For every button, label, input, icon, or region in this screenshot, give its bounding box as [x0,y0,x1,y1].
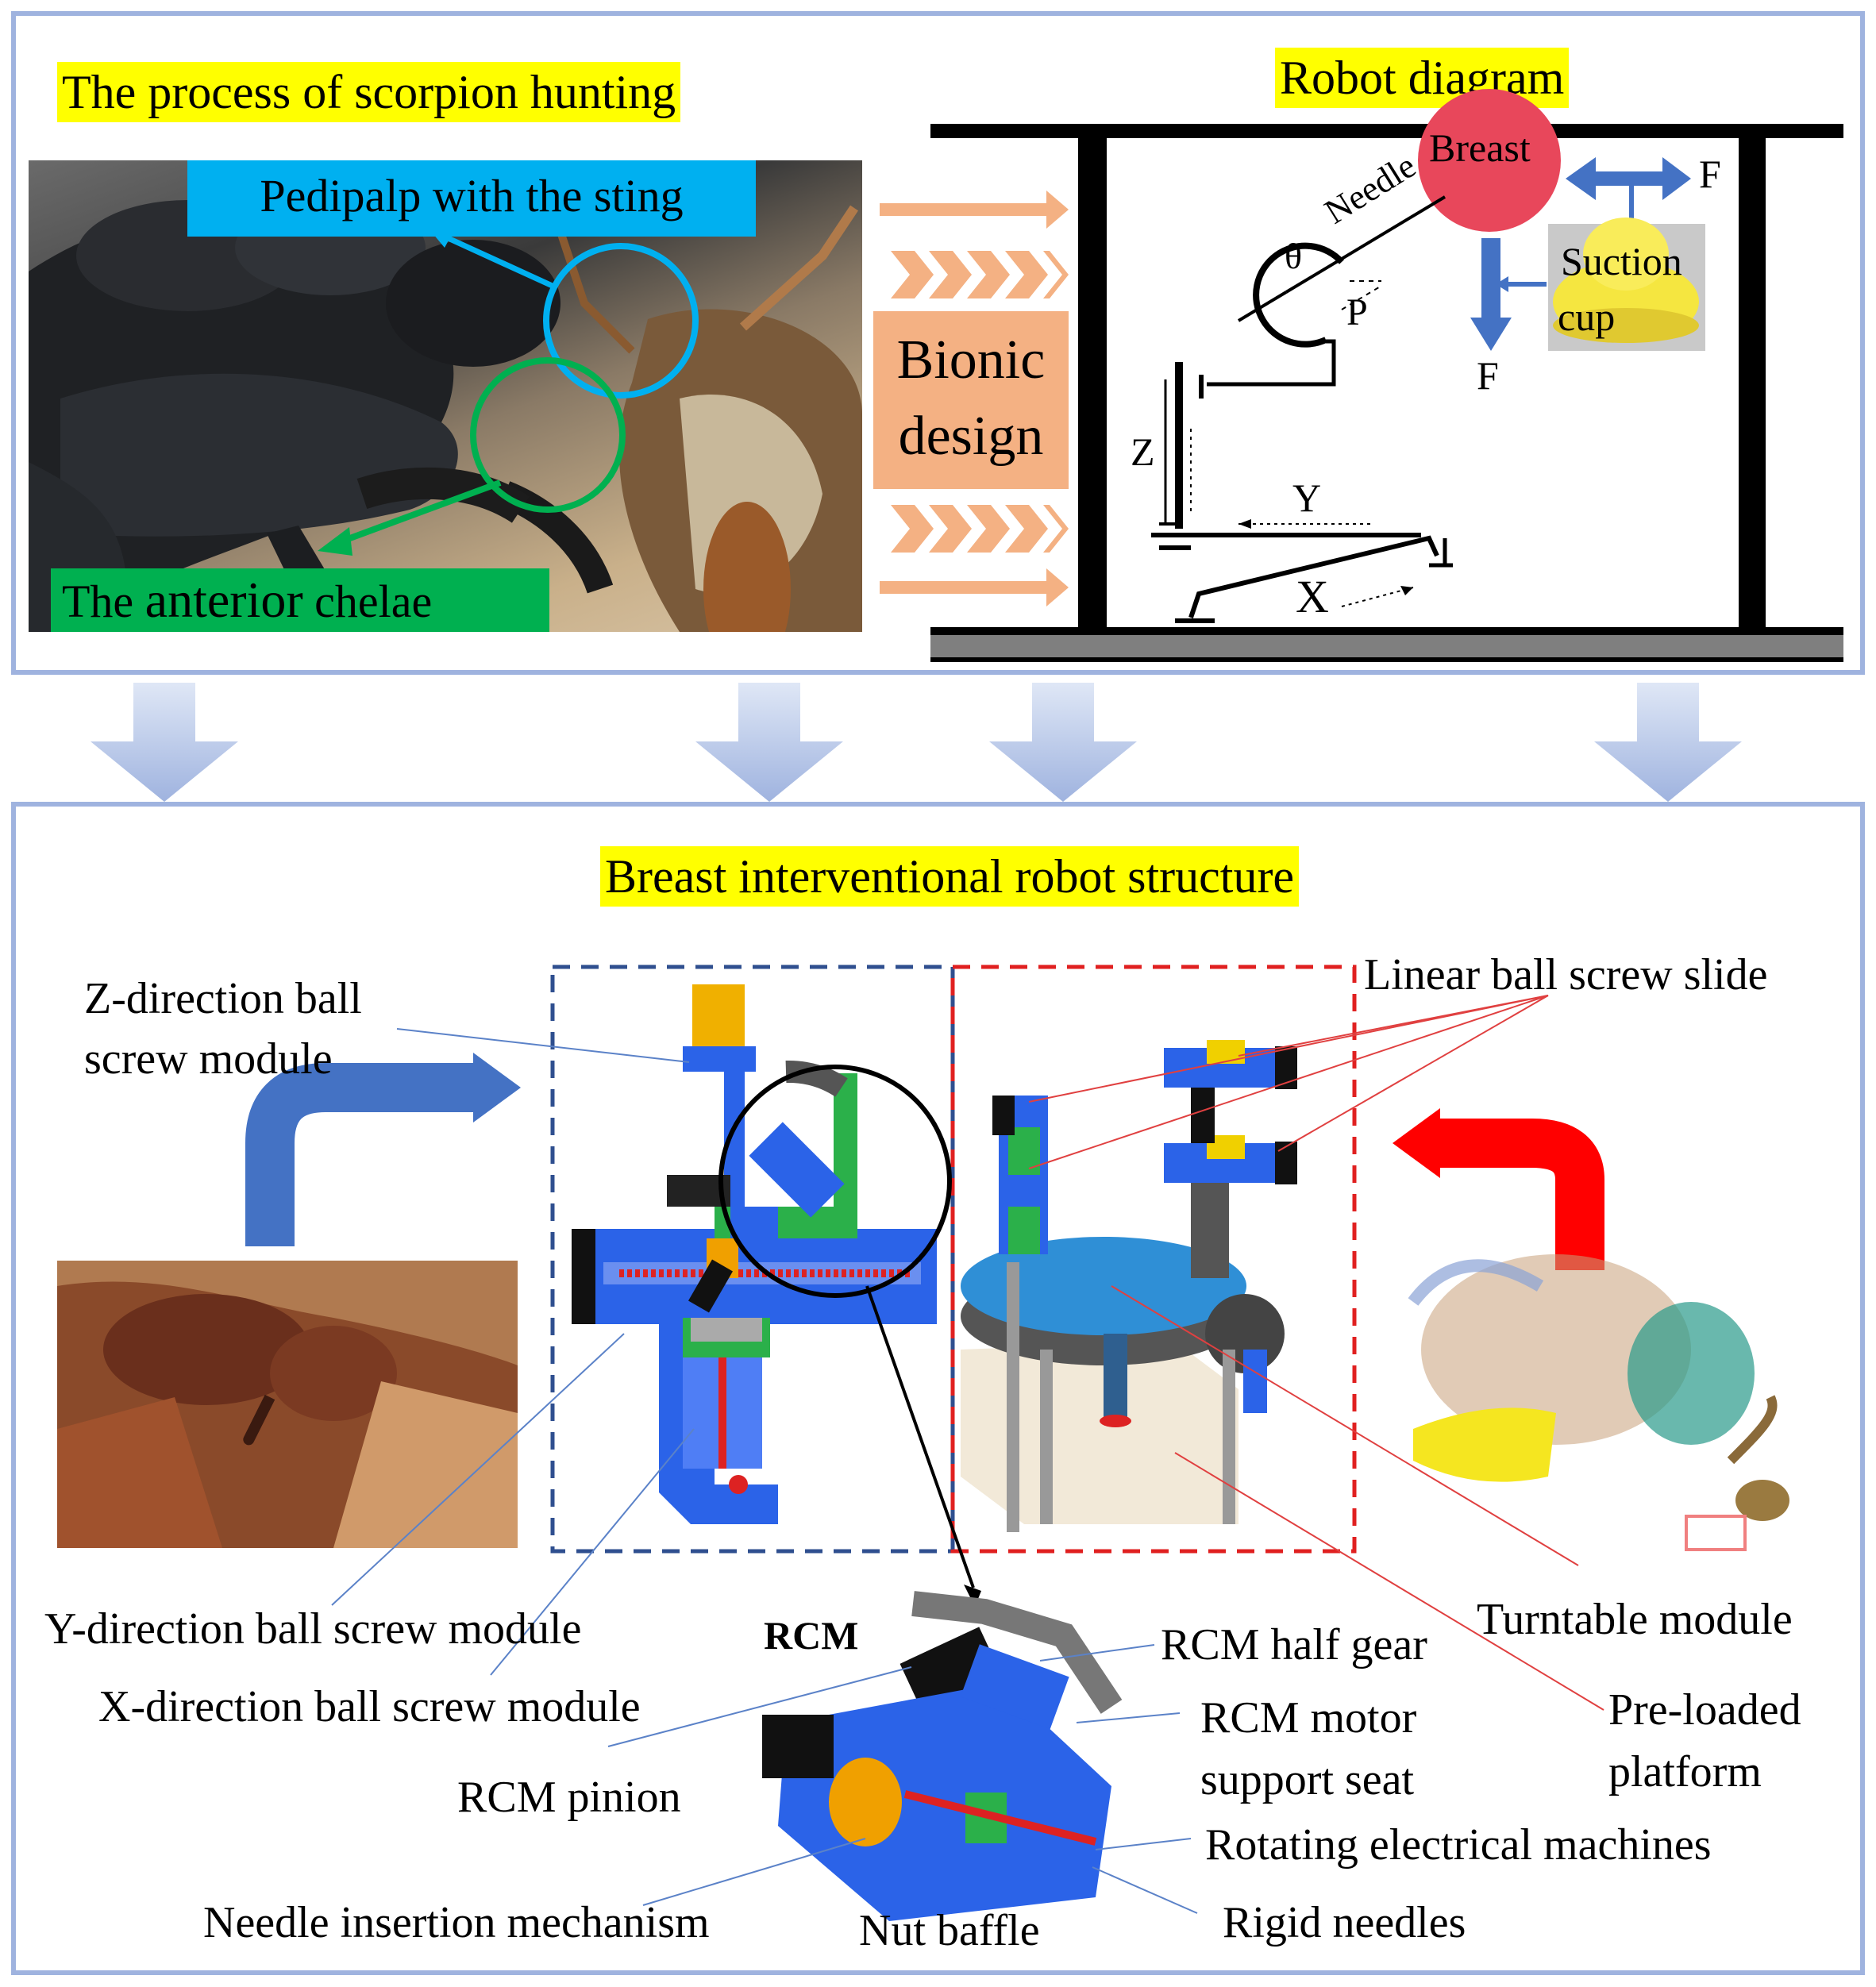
force-bottom-label: F [1477,353,1499,398]
pedipalp-label: Pedipalp with the sting [187,160,756,237]
theta-label: θ [1285,236,1303,276]
turntable-label: Turntable module [1477,1595,1793,1644]
linear-slide-label: Linear ball screw slide [1364,950,1768,999]
down-arrow-3 [989,683,1137,802]
rigid-needles-label: Rigid needles [1223,1898,1466,1947]
chelae-label-part3: chelae [302,576,433,627]
z-label: Z [1131,429,1155,474]
y-label: Y [1292,476,1322,520]
breast-label: Breast [1429,125,1531,170]
rotating-machines-label: Rotating electrical machines [1205,1820,1712,1870]
z-module-label-line1: Z-direction ball [84,974,362,1023]
bionic-design-box: Bionic design [873,311,1069,489]
nut-baffle-label: Nut baffle [859,1906,1040,1955]
robot-structure-title: Breast interventional robot structure [600,846,1300,907]
robot-diagram-title: Robot diagram [1275,48,1570,108]
down-arrow-1 [91,683,238,802]
bionic-line1: Bionic [896,329,1046,391]
needle-insertion-label: Needle insertion mechanism [203,1898,710,1947]
rcm-motor-seat-line2: support seat [1200,1755,1415,1804]
rcm-motor-seat-line1: RCM motor [1200,1693,1417,1742]
x-label: X [1296,571,1329,622]
x-module-label: X-direction ball screw module [98,1682,641,1731]
bionic-line2: design [898,406,1044,467]
rcm-label: RCM [764,1613,859,1658]
scorpion-hunting-title: The process of scorpion hunting [57,62,681,122]
preloaded-label-line2: platform [1608,1747,1762,1796]
bottom-panel [11,802,1865,1975]
rcm-pinion-label: RCM pinion [457,1773,681,1822]
z-module-label-line2: screw module [84,1034,333,1084]
chelae-label-part2: anterior [144,572,303,628]
y-module-label: Y-direction ball screw module [44,1604,582,1654]
chelae-label: The anterior chelae [51,568,549,632]
rcm-half-gear-label: RCM half gear [1161,1620,1427,1669]
suction-cup-label-line1: Suction [1561,239,1682,283]
chelae-label-part1: The [62,576,145,627]
suction-cup-label-line2: cup [1558,295,1616,339]
down-arrow-4 [1594,683,1742,802]
force-top-label: F [1699,152,1721,196]
down-arrow-2 [695,683,843,802]
top-panel [11,11,1865,675]
p-label: P [1346,291,1368,333]
preloaded-label-line1: Pre-loaded [1608,1685,1801,1735]
